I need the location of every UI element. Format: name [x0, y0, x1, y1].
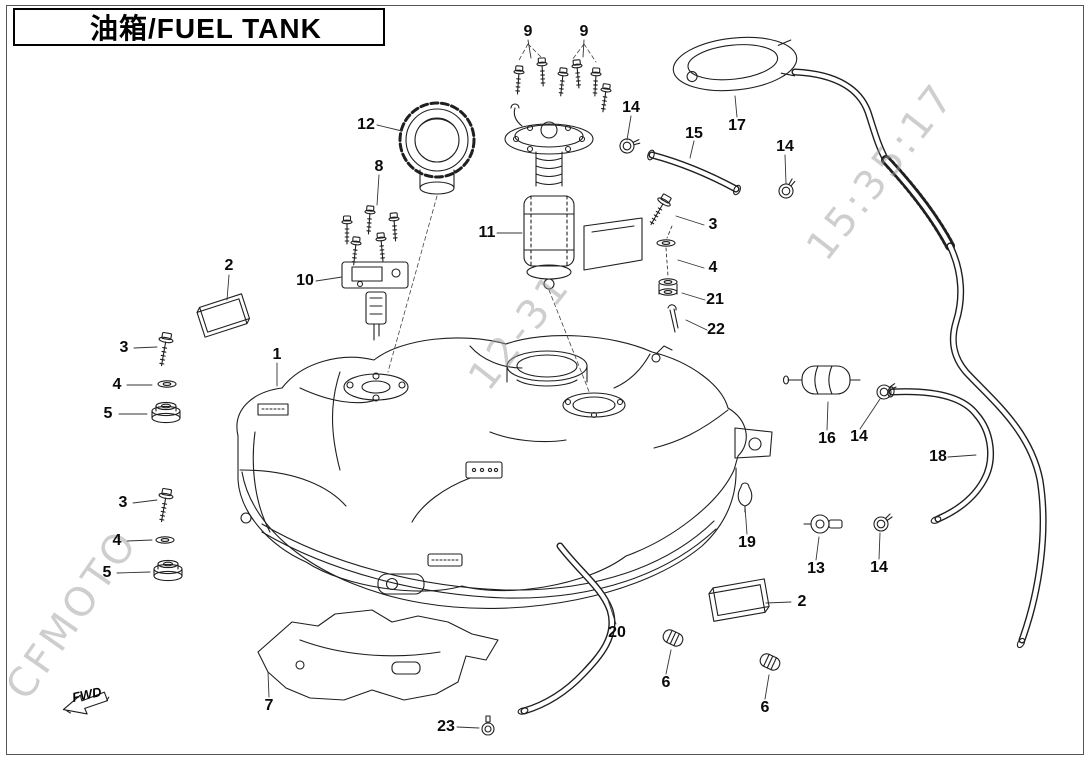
part-callout-5: 5: [102, 564, 112, 581]
fuel-cap: [398, 101, 476, 195]
grommet-6-a: [660, 627, 686, 649]
part-callout-4: 4: [112, 376, 122, 393]
part-callout-10: 10: [296, 272, 314, 289]
part-callout-3: 3: [119, 339, 129, 356]
part-callout-15: 15: [685, 125, 703, 142]
part-callout-4: 4: [708, 259, 718, 276]
part-callout-18: 18: [929, 448, 947, 465]
fuel-tank-body: [236, 335, 773, 609]
part-callout-23: 23: [437, 718, 455, 735]
part-callout-11: 11: [478, 224, 496, 241]
part-callout-6: 6: [760, 699, 770, 716]
clamp-14-a: [617, 133, 642, 157]
part-callout-9: 9: [579, 23, 589, 40]
part-callout-14: 14: [870, 559, 888, 576]
part-callout-14: 14: [622, 99, 640, 116]
title-box: 油箱/FUEL TANK: [13, 8, 385, 46]
part-callout-6: 6: [661, 674, 671, 691]
part-callout-7: 7: [264, 697, 274, 714]
part-callout-4: 4: [112, 532, 122, 549]
screws-9: [511, 57, 613, 114]
hose-18: [887, 386, 994, 524]
screws-8: [341, 205, 402, 266]
fuel-pump-assembly: [504, 103, 643, 290]
pad-2-right: [708, 578, 770, 622]
alignment-lines: [387, 43, 597, 395]
part-callout-13: 13: [807, 560, 825, 577]
part-callout-3: 3: [118, 494, 128, 511]
vent-hose: [791, 68, 1047, 649]
part-callout-17: 17: [728, 117, 746, 134]
fwd-arrow-icon: [62, 691, 110, 715]
clamp-14-d: [873, 513, 893, 532]
heat-shield-7: [257, 609, 499, 701]
part-callout-2: 2: [224, 257, 234, 274]
hose-15: [647, 149, 741, 196]
leader-lines: [116, 39, 977, 729]
clamp-23: [481, 715, 495, 736]
pad-2-left: [196, 293, 251, 338]
pump-bracket-10: [341, 261, 409, 341]
right-fasteners: [644, 191, 679, 333]
canister-16: [782, 365, 861, 395]
part-callout-16: 16: [818, 430, 836, 447]
part-callout-20: 20: [608, 624, 626, 641]
sensor-13: [803, 514, 843, 534]
hose-20: [517, 542, 616, 715]
grommet-6-b: [757, 651, 783, 673]
part-callout-8: 8: [374, 158, 384, 175]
part-callout-9: 9: [523, 23, 533, 40]
part-callout-22: 22: [707, 321, 725, 338]
part-callout-14: 14: [776, 138, 794, 155]
clamp-14-b: [776, 177, 799, 201]
vent-ring-17: [672, 36, 798, 92]
part-callout-21: 21: [706, 291, 724, 308]
part-callout-3: 3: [708, 216, 718, 233]
part-callout-5: 5: [103, 405, 113, 422]
part-callout-1: 1: [272, 346, 282, 363]
page-title: 油箱/FUEL TANK: [90, 13, 322, 44]
left-fasteners: [151, 331, 183, 582]
part-callout-12: 12: [357, 116, 375, 133]
part-callout-2: 2: [797, 593, 807, 610]
part-callout-19: 19: [738, 534, 756, 551]
part-callout-14: 14: [850, 428, 868, 445]
